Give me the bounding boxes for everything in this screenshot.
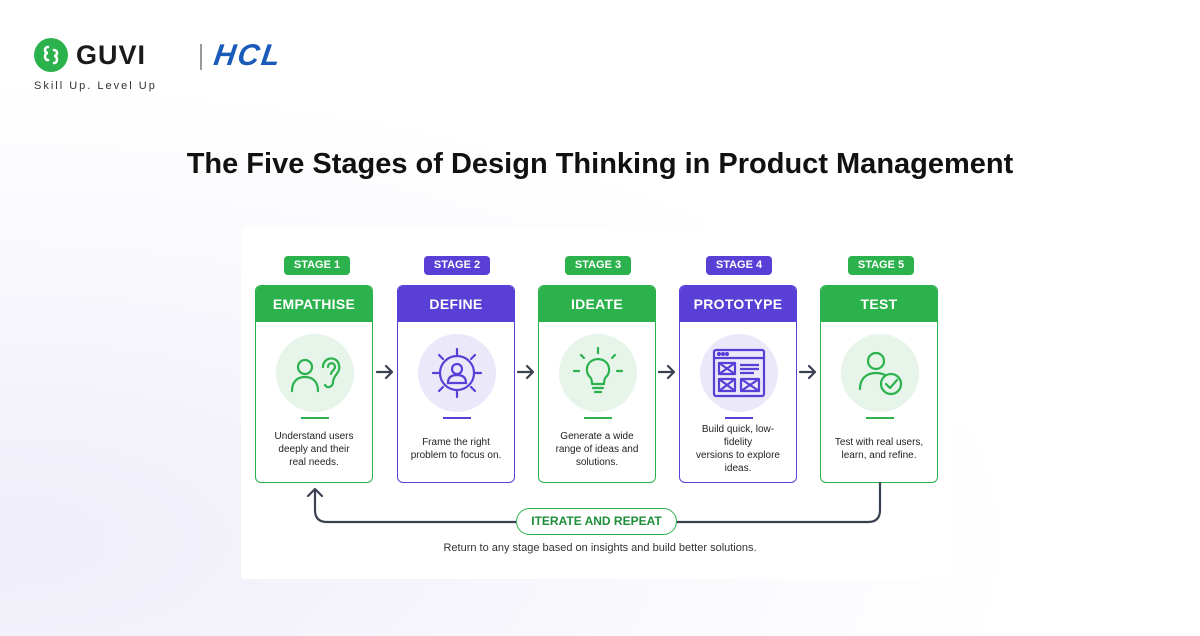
hcl-wordmark: HCL bbox=[211, 39, 285, 72]
desc-line: Build quick, low-fidelity bbox=[701, 424, 775, 448]
stage-tag-4: STAGE 4 bbox=[706, 256, 772, 275]
desc-line: real needs. bbox=[289, 456, 339, 468]
desc-line: Understand users bbox=[274, 430, 354, 442]
guvi-logo-icon bbox=[34, 38, 68, 72]
stage-title: EMPATHISE bbox=[256, 286, 372, 322]
iterate-description: Return to any stage based on insights an… bbox=[443, 542, 757, 554]
lightbulb-icon bbox=[559, 334, 637, 412]
stage-tag-1: STAGE 1 bbox=[284, 256, 350, 275]
card-divider bbox=[866, 417, 894, 419]
stage-description: Generate a wide range of ideas and solut… bbox=[547, 426, 647, 472]
desc-line: versions to explore bbox=[696, 450, 780, 461]
stage-title: PROTOTYPE bbox=[680, 286, 796, 322]
card-divider bbox=[301, 417, 329, 419]
wireframe-icon bbox=[700, 334, 778, 412]
stage-tag-3: STAGE 3 bbox=[565, 256, 631, 275]
stage-title: TEST bbox=[821, 286, 937, 322]
desc-line: deeply and their bbox=[278, 443, 350, 455]
card-divider bbox=[725, 417, 753, 419]
arrow-right-icon bbox=[798, 364, 817, 380]
stage-tag-2: STAGE 2 bbox=[424, 256, 490, 275]
desc-line: Generate a wide bbox=[560, 430, 634, 442]
stage-card-define: DEFINE Frame the right problem to focus … bbox=[397, 285, 515, 483]
stage-tag-5: STAGE 5 bbox=[848, 256, 914, 275]
guvi-wordmark: GUVI bbox=[76, 40, 147, 70]
stage-title: DEFINE bbox=[398, 286, 514, 322]
arrow-right-icon bbox=[375, 364, 394, 380]
logo-divider bbox=[200, 44, 202, 70]
page-title: The Five Stages of Design Thinking in Pr… bbox=[186, 148, 1014, 180]
stage-card-empathise: EMPATHISE Understand users deeply and th… bbox=[255, 285, 373, 483]
card-divider bbox=[443, 417, 471, 419]
stage-card-prototype: PROTOTYPE Build quick, low-fidelity vers… bbox=[679, 285, 797, 483]
person-ear-icon bbox=[276, 334, 354, 412]
desc-line: ideas. bbox=[724, 463, 752, 474]
stage-description: Understand users deeply and their real n… bbox=[264, 426, 364, 472]
card-divider bbox=[584, 417, 612, 419]
desc-line: range of ideas and bbox=[555, 443, 639, 455]
user-check-icon bbox=[841, 334, 919, 412]
stage-description: Build quick, low-fidelity versions to ex… bbox=[688, 424, 788, 474]
stage-card-test: TEST Test with real users, learn, and re… bbox=[820, 285, 938, 483]
desc-line: problem to focus on. bbox=[410, 450, 502, 461]
stage-description: Frame the right problem to focus on. bbox=[406, 426, 506, 472]
arrow-right-icon bbox=[516, 364, 535, 380]
desc-line: Frame the right bbox=[422, 437, 490, 448]
stage-card-ideate: IDEATE Generate a wide range of ideas an… bbox=[538, 285, 656, 483]
arrow-right-icon bbox=[657, 364, 676, 380]
stage-title: IDEATE bbox=[539, 286, 655, 322]
desc-line: solutions. bbox=[575, 456, 619, 468]
desc-line: learn, and refine. bbox=[841, 450, 917, 461]
desc-line: Test with real users, bbox=[834, 437, 924, 448]
brand-logo: GUVI HCL Skill Up. Level Up bbox=[34, 38, 324, 98]
target-person-icon bbox=[418, 334, 496, 412]
stage-description: Test with real users, learn, and refine. bbox=[829, 426, 929, 472]
iterate-label: ITERATE AND REPEAT bbox=[516, 508, 677, 535]
brand-tagline: Skill Up. Level Up bbox=[34, 80, 157, 92]
